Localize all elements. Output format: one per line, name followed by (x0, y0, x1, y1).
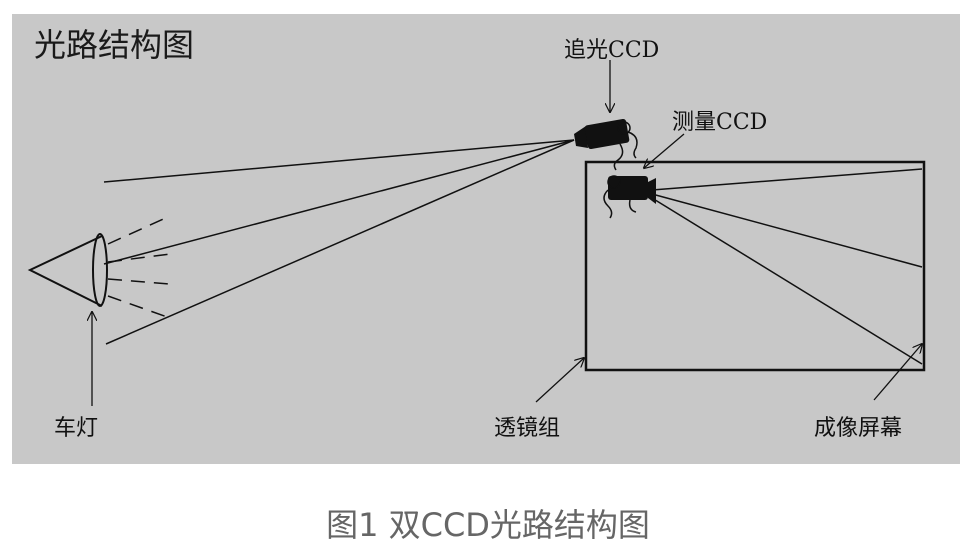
arrow-lens-group (535, 358, 584, 403)
label-lens-group: 透镜组 (494, 416, 561, 441)
label-measuring-ccd: 测量CCD (672, 110, 768, 135)
headlamp-shape (27, 233, 108, 307)
label-headlamp: 车灯 (54, 416, 99, 441)
figure-caption: 图1 双CCD光路结构图 (326, 506, 650, 544)
rays-from-measuring-ccd (651, 168, 923, 365)
arrow-measuring-ccd (644, 133, 685, 168)
arrow-imaging-screen (873, 344, 922, 401)
measuring-ccd-camera-icon (603, 175, 656, 219)
label-imaging-screen: 成像屏幕 (814, 416, 903, 441)
tracking-ccd-camera-icon (574, 119, 638, 171)
lens-screen-box (584, 160, 926, 372)
headlamp-emission-dashes (107, 215, 171, 319)
label-tracking-ccd: 追光CCD (564, 38, 660, 63)
diagram-canvas (27, 60, 926, 406)
annotation-arrows (92, 60, 922, 406)
optical-path-diagram: 光路结构图 追光CCD 测量CCD 车灯 透镜组 成像屏幕 (12, 14, 960, 464)
rays-to-tracking-ccd (103, 139, 575, 345)
diagram-title: 光路结构图 (34, 26, 195, 64)
